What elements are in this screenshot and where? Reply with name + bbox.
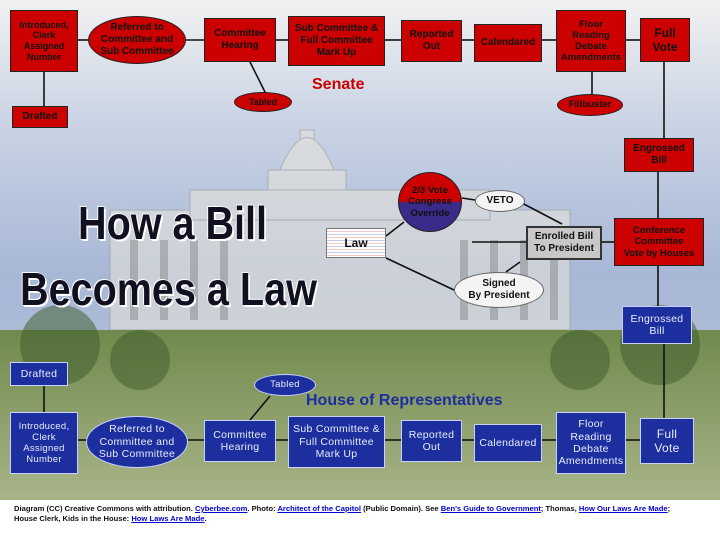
house-step-floor: Floor Reading Debate Amendments: [556, 412, 626, 474]
house-engrossed-bill: Engrossed Bill: [622, 306, 692, 344]
senate-step-hearing: Committee Hearing: [204, 18, 276, 62]
credit-text: ; House Clerk, Kids in the House:: [14, 504, 671, 524]
house-step-markup: Sub Committee & Full Committee Mark Up: [288, 416, 385, 468]
senate-step-introduced: Introduced, Clerk Assigned Number: [10, 10, 78, 72]
credit-link-cyberbee[interactable]: Cyberbee.com: [195, 504, 248, 513]
senate-tabled: Tabled: [234, 92, 292, 112]
title-line-2: Becomes a Law: [19, 262, 317, 315]
senate-step-floor: Floor Reading Debate Amendments: [556, 10, 626, 72]
credit-text: . Photo:: [247, 504, 278, 513]
house-step-hearing: Committee Hearing: [204, 420, 276, 462]
enrolled-bill: Enrolled Bill To President: [526, 226, 602, 260]
senate-step-calendared: Calendared: [474, 24, 542, 62]
house-step-calendared: Calendared: [474, 424, 542, 462]
house-step-introduced: Introduced, Clerk Assigned Number: [10, 412, 78, 474]
senate-step-referred: Referred to Committee and Sub Committee: [88, 16, 186, 64]
credit-link-how-laws-are-made[interactable]: How Laws Are Made: [131, 514, 205, 524]
credit-link-bens-guide[interactable]: Ben's Guide to Government: [440, 504, 541, 513]
senate-step-reported: Reported Out: [401, 20, 462, 62]
law: Law: [326, 228, 386, 258]
credit-link-architect[interactable]: Architect of the Capitol: [277, 504, 361, 513]
credit-text: .: [204, 514, 207, 524]
house-drafted: Drafted: [10, 362, 68, 386]
conference-committee: Conference Committee Vote by Houses: [614, 218, 704, 266]
house-tabled: Tabled: [254, 374, 316, 396]
credit-text: Diagram (CC) Creative Commons with attri…: [14, 504, 196, 513]
house-step-referred: Referred to Committee and Sub Committee: [86, 416, 188, 468]
house-step-reported: Reported Out: [401, 420, 462, 462]
senate-filibuster: Filibuster: [557, 94, 623, 116]
credit-text: (Public Domain). See: [361, 504, 441, 513]
credit-text: ; Thomas,: [540, 504, 579, 513]
senate-drafted: Drafted: [12, 106, 68, 128]
senate-label: Senate: [312, 76, 365, 93]
house-label: House of Representatives: [306, 392, 503, 409]
credits-footer: Diagram (CC) Creative Commons with attri…: [14, 504, 694, 525]
senate-step-markup: Sub Committee & Full Committee Mark Up: [288, 16, 385, 66]
senate-step-full-vote: Full Vote: [640, 18, 690, 62]
house-step-full-vote: Full Vote: [640, 418, 694, 464]
title-line-1: How a Bill: [77, 196, 268, 249]
signed-by-president: Signed By President: [454, 272, 544, 308]
credit-link-how-our-laws[interactable]: How Our Laws Are Made: [578, 504, 668, 513]
override-vote: 2/3 Vote Congress Override: [398, 172, 462, 232]
senate-engrossed-bill: Engrossed Bill: [624, 138, 694, 172]
veto: VETO: [475, 190, 525, 212]
